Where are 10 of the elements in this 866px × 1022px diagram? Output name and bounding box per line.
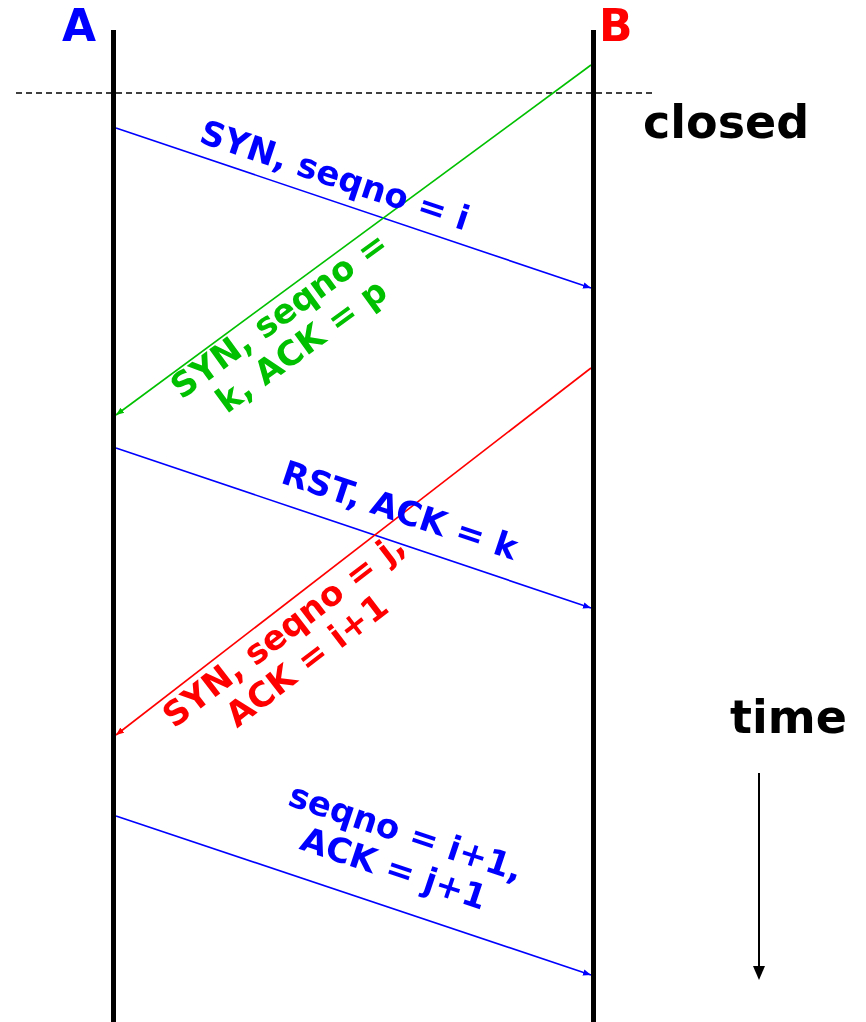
- edge-label: seqno = i+1, ACK = j+1: [282, 773, 530, 920]
- message-arrow: [115, 447, 592, 609]
- lifeline-label: B: [599, 4, 633, 48]
- state-label: time: [730, 692, 847, 742]
- message-arrow: [115, 64, 592, 416]
- message-arrow: [115, 367, 592, 736]
- lifeline-label: A: [62, 4, 97, 48]
- state-label: closed: [643, 97, 810, 147]
- message-arrow: [115, 815, 592, 976]
- message-arrow: [115, 127, 592, 289]
